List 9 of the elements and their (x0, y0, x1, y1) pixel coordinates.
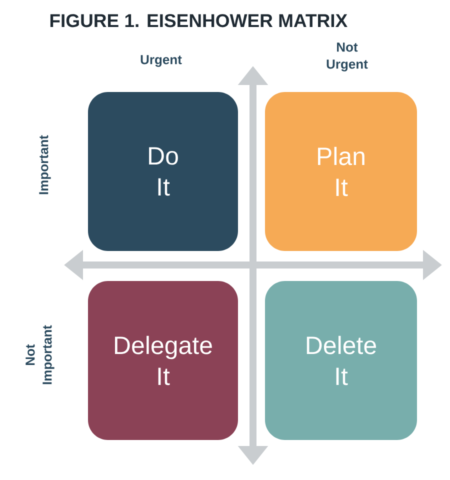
quadrant-box: Do It (88, 92, 238, 251)
quadrant-box: Delete It (265, 281, 417, 440)
axis-label: Important (39, 135, 51, 194)
quadrant-box: Delegate It (88, 281, 238, 440)
title: FIGURE 1. EISENHOWER MATRIX (50, 14, 348, 28)
axis-label: Urgent (140, 55, 182, 67)
axis-label: Not Urgent (326, 42, 368, 72)
quadrant-box: Plan It (265, 92, 417, 251)
axis-label: Not Important (26, 325, 54, 384)
